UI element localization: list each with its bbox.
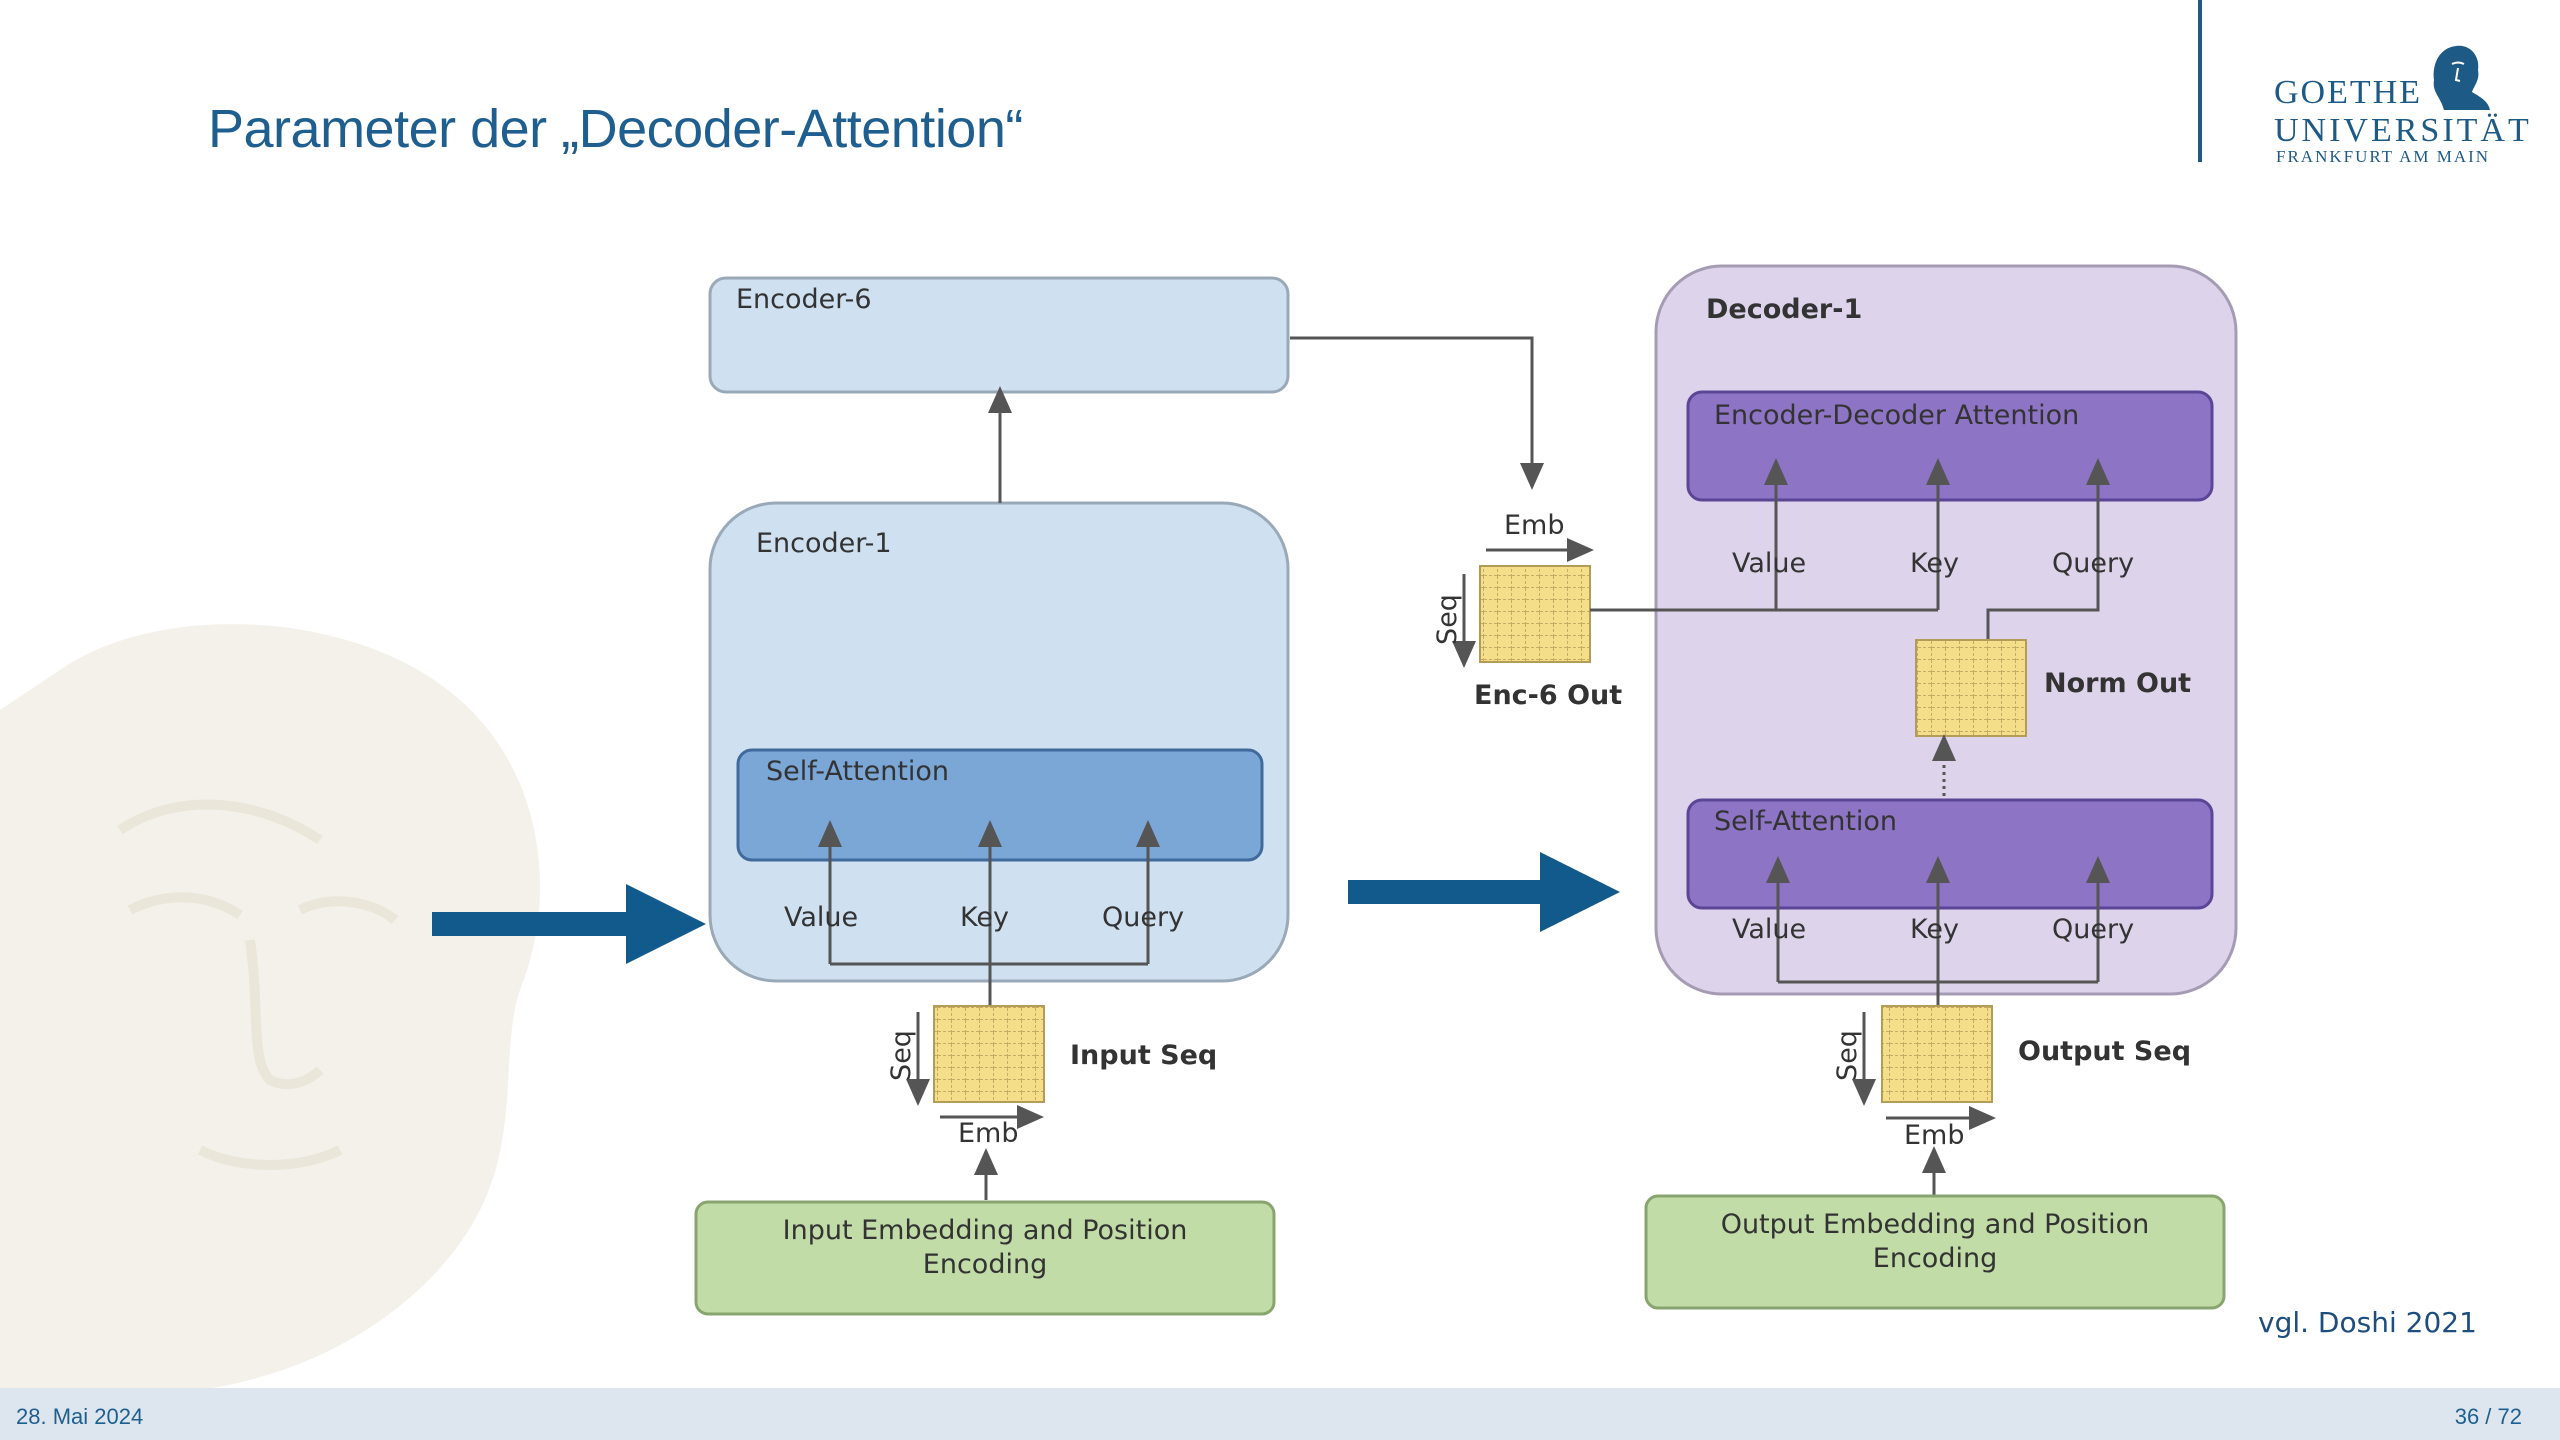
encoder-self-attention-label: Self-Attention bbox=[766, 756, 950, 787]
encoder-key-label: Key bbox=[960, 902, 1009, 933]
source-citation: vgl. Doshi 2021 bbox=[2258, 1306, 2477, 1339]
output-embedding-box bbox=[1644, 1194, 2226, 1310]
output-embedding-label: Output Embedding and Position Encoding bbox=[1720, 1209, 2150, 1274]
header-divider bbox=[2198, 0, 2202, 162]
encoder-self-attention-box bbox=[736, 748, 1264, 862]
input-seq-axis-label: Seq bbox=[885, 1030, 917, 1081]
decoder-1-label: Decoder-1 bbox=[1706, 294, 1863, 325]
norm-out-label: Norm Out bbox=[2044, 668, 2192, 699]
input-seq-matrix bbox=[933, 1005, 1045, 1103]
decoder-value-label: Value bbox=[1732, 914, 1807, 945]
encoder-1-label: Encoder-1 bbox=[756, 528, 892, 559]
enc-dec-key-label: Key bbox=[1910, 548, 1959, 579]
decoder-key-label: Key bbox=[1910, 914, 1959, 945]
logo-line-3: FRANKFURT AM MAIN bbox=[2276, 147, 2491, 166]
logo-line-2: UNIVERSITÄT bbox=[2274, 112, 2532, 149]
encoder-qkv-lines bbox=[818, 820, 1160, 1010]
slide-title: Parameter der „Decoder-Attention“ bbox=[208, 99, 1023, 159]
encoder-decoder-attention-box bbox=[1686, 390, 2214, 502]
decoder-qkv-lines bbox=[1766, 856, 2110, 1010]
footer-date: 28. Mai 2024 bbox=[16, 1404, 144, 1429]
output-seq-matrix bbox=[1881, 1005, 1993, 1103]
logo-line-1: GOETHE bbox=[2274, 74, 2422, 111]
decoder-query-label: Query bbox=[2052, 914, 2135, 945]
encoder-decoder-qkv-lines bbox=[1590, 458, 2110, 640]
slide-footer: 28. Mai 2024 36 / 72 bbox=[0, 1388, 2560, 1440]
input-embedding-box bbox=[694, 1200, 1276, 1316]
norm-out-matrix bbox=[1915, 639, 2027, 737]
input-embedding-label: Input Embedding and Position Encoding bbox=[782, 1215, 1188, 1280]
encoder-6-label: Encoder-6 bbox=[736, 284, 872, 315]
goethe-portrait-watermark bbox=[0, 624, 540, 1390]
input-seq-label: Input Seq bbox=[1070, 1040, 1218, 1071]
university-logo: GOETHE UNIVERSITÄT FRANKFURT AM MAIN bbox=[2270, 40, 2529, 170]
big-arrow-left-icon bbox=[432, 884, 706, 964]
decoder-self-attention-box bbox=[1686, 798, 2214, 910]
enc6-out-emb-axis-label: Emb bbox=[1504, 510, 1565, 541]
enc6-out-seq-axis-label: Seq bbox=[1431, 594, 1463, 645]
decoder-self-attention-label: Self-Attention bbox=[1714, 806, 1898, 837]
big-arrow-middle-icon bbox=[1348, 852, 1620, 932]
page-number: 36 / 72 bbox=[2454, 1404, 2522, 1429]
output-emb-axis-label: Emb bbox=[1904, 1120, 1965, 1151]
encoder-decoder-attention-label: Encoder-Decoder Attention bbox=[1714, 400, 2080, 431]
enc-dec-query-label: Query bbox=[2052, 548, 2135, 579]
encoder-value-label: Value bbox=[784, 902, 859, 933]
enc-dec-value-label: Value bbox=[1732, 548, 1807, 579]
output-seq-label: Output Seq bbox=[2018, 1036, 2192, 1067]
input-emb-axis-label: Emb bbox=[958, 1118, 1019, 1149]
enc6-out-label: Enc-6 Out bbox=[1474, 680, 1623, 711]
encoder-query-label: Query bbox=[1102, 902, 1185, 933]
output-seq-axis-label: Seq bbox=[1831, 1030, 1863, 1081]
goethe-bust-icon bbox=[2433, 45, 2490, 110]
encoder6-to-enc6out-connector bbox=[1290, 336, 1544, 490]
enc6-out-matrix bbox=[1479, 565, 1591, 663]
